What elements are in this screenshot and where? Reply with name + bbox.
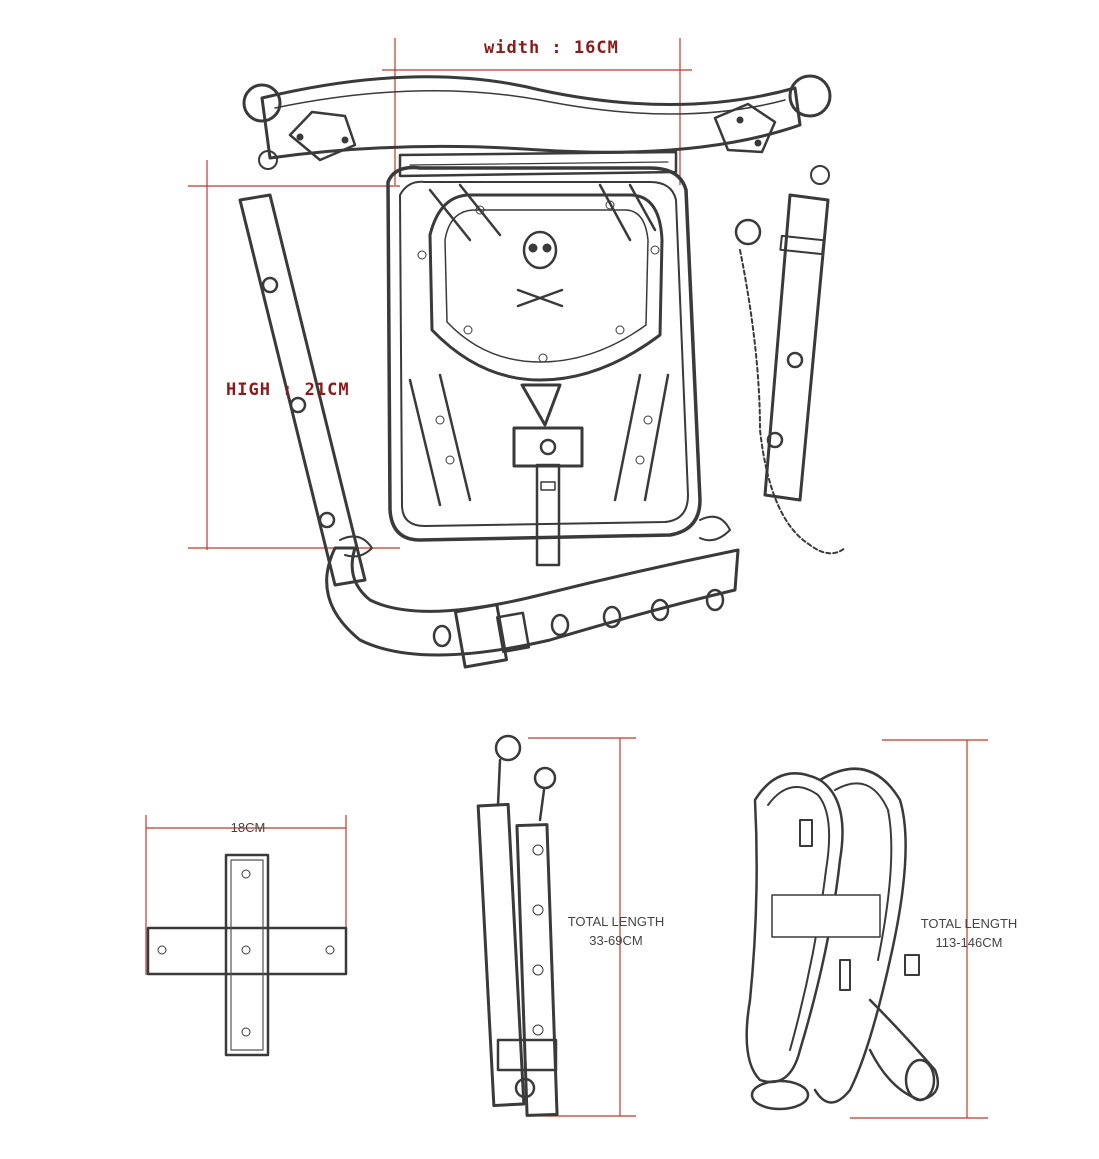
short-strap-sketch — [476, 734, 559, 1117]
pad-width-dimension — [145, 815, 347, 975]
long-strap-value: 113-146CM — [935, 935, 1003, 950]
long-strap-sketch — [745, 767, 940, 1111]
bag-height-dimension — [188, 160, 400, 550]
pad-width-label: 18CM — [230, 820, 266, 835]
leg-pad-sketch — [146, 853, 348, 1057]
short-strap-value: 33-69CM — [589, 933, 643, 948]
bag-sketch — [238, 74, 846, 669]
bag-width-dimension — [382, 38, 692, 185]
short-strap-title: TOTAL LENGTH — [567, 914, 665, 929]
long-strap-title: TOTAL LENGTH — [920, 916, 1018, 931]
short-strap-length-label: TOTAL LENGTH 33-69CM — [556, 912, 676, 950]
long-strap-dimension — [850, 739, 988, 1119]
long-strap-length-label: TOTAL LENGTH 113-146CM — [908, 914, 1030, 952]
bag-width-label: width : 16CM — [484, 38, 619, 58]
bag-height-label: HIGH : 21CM — [226, 380, 350, 400]
